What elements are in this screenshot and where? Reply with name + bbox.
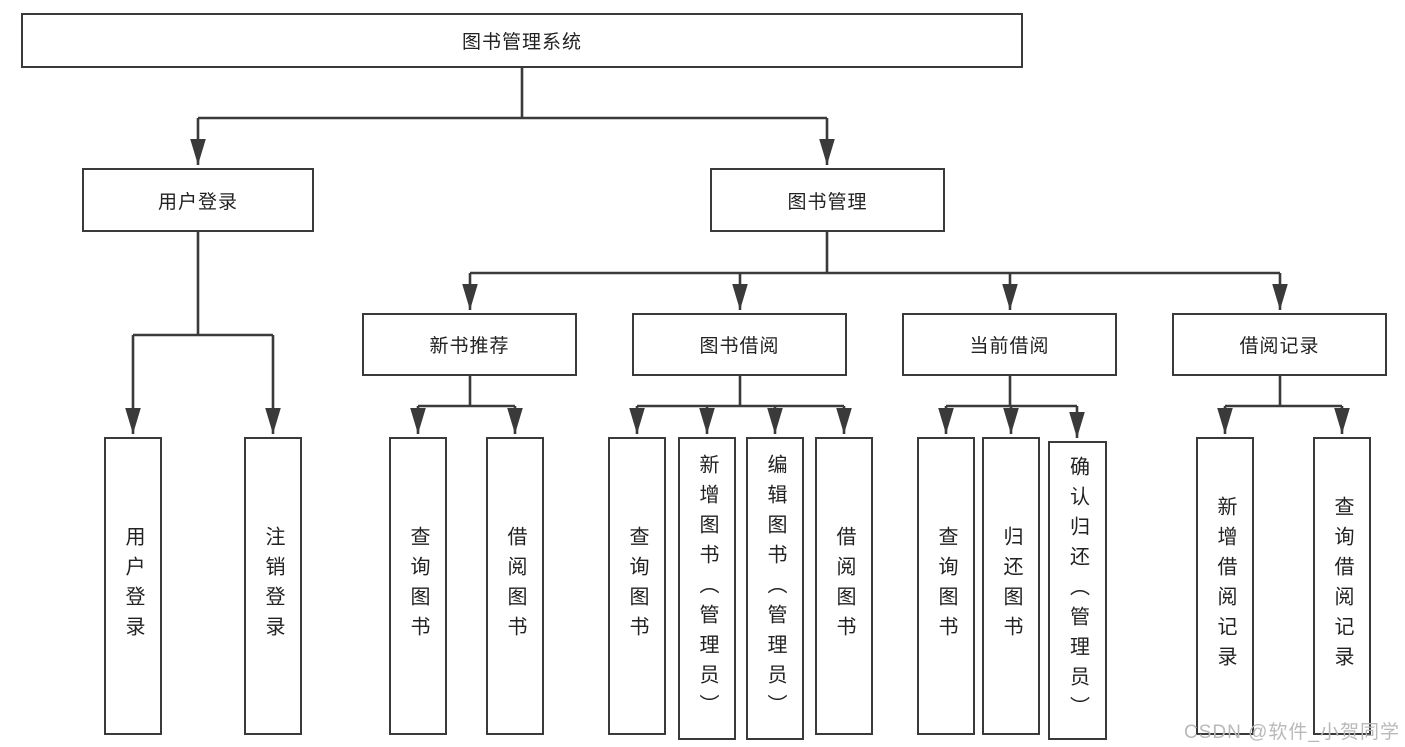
leaf-label: 归还图书 — [1000, 526, 1022, 646]
leaf-label: 查询借阅记录 — [1331, 496, 1353, 676]
node-book-management: 图书管理 — [710, 168, 945, 232]
leaf-label: 借阅图书 — [833, 526, 855, 646]
node-user-login: 用户登录 — [82, 168, 314, 232]
leaf-query-books-borrow: 查询图书 — [608, 437, 666, 735]
leaf-user-login: 用户登录 — [104, 437, 162, 735]
leaf-label: 用户登录 — [122, 526, 144, 646]
node-current-borrow-label: 当前借阅 — [969, 336, 1050, 357]
node-book-management-label: 图书管理 — [787, 191, 868, 213]
leaf-edit-book-admin: 编辑图书（管理员） — [746, 437, 804, 740]
leaf-borrow-books: 借阅图书 — [815, 437, 873, 735]
leaf-label: 查询图书 — [935, 526, 957, 646]
node-book-borrow: 图书借阅 — [632, 313, 847, 376]
node-user-login-label: 用户登录 — [157, 191, 238, 213]
leaf-add-borrow-record: 新增借阅记录 — [1196, 437, 1254, 735]
node-new-book-recommend: 新书推荐 — [362, 313, 577, 376]
leaf-label: 确认归还（管理员） — [1066, 455, 1089, 726]
leaf-label: 借阅图书 — [504, 526, 526, 646]
leaf-label: 新增借阅记录 — [1214, 496, 1236, 676]
leaf-label: 注销登录 — [262, 526, 284, 646]
leaf-label: 查询图书 — [626, 526, 648, 646]
leaf-add-book-admin: 新增图书（管理员） — [678, 437, 736, 740]
leaf-query-books-recommend: 查询图书 — [389, 437, 447, 735]
node-borrow-records-label: 借阅记录 — [1239, 336, 1320, 357]
node-borrow-records: 借阅记录 — [1172, 313, 1387, 376]
leaf-label: 新增图书（管理员） — [696, 453, 718, 724]
node-book-borrow-label: 图书借阅 — [699, 336, 780, 357]
leaf-label: 查询图书 — [407, 526, 429, 646]
node-root-label: 图书管理系统 — [461, 32, 582, 53]
node-current-borrow: 当前借阅 — [902, 313, 1117, 376]
leaf-query-books-current: 查询图书 — [917, 437, 975, 735]
leaf-query-borrow-record: 查询借阅记录 — [1313, 437, 1371, 735]
leaf-borrow-books-recommend: 借阅图书 — [486, 437, 544, 735]
csdn-watermark: CSDN @软件_小贺同学 — [1184, 722, 1400, 743]
leaf-logout: 注销登录 — [244, 437, 302, 735]
leaf-confirm-return-admin: 确认归还（管理员） — [1048, 441, 1107, 740]
leaf-return-books: 归还图书 — [982, 437, 1040, 735]
node-root: 图书管理系统 — [21, 13, 1023, 68]
leaf-label: 编辑图书（管理员） — [764, 453, 786, 724]
node-new-book-recommend-label: 新书推荐 — [429, 336, 510, 357]
